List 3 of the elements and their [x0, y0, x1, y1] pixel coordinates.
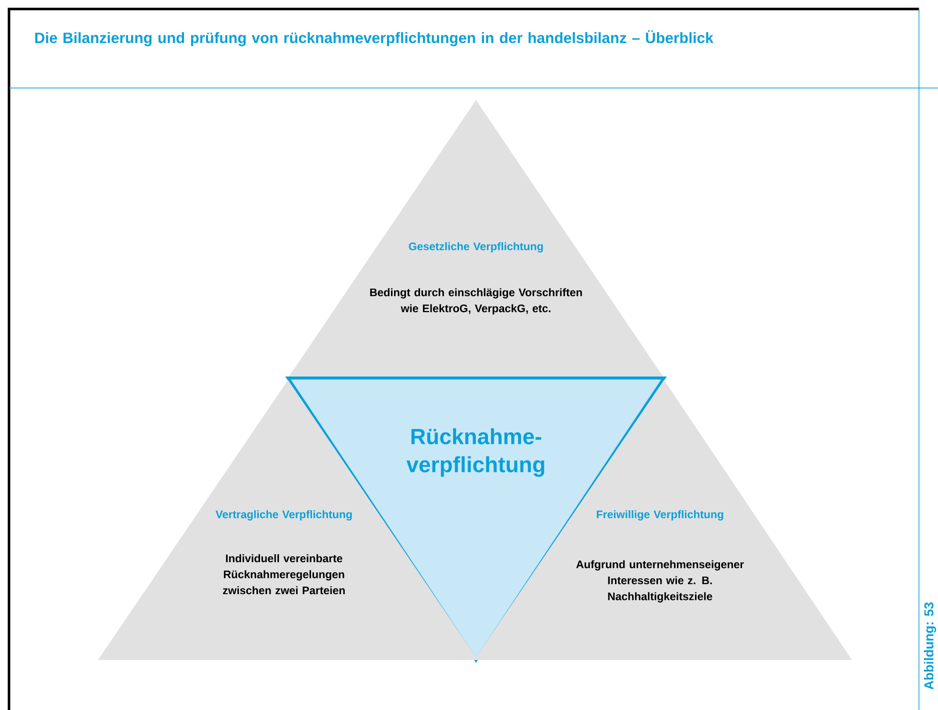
figure-number: Abbildung: 53 — [924, 602, 936, 690]
triangle-segment: Gesetzliche Verpflichtung Bedingt durch einschlägige Vorschriften wie ElektroG, VerpackG, etc. — [288, 100, 664, 378]
title: Die Bilanzierung und prüfung von rücknahmeverpflichtungen in der handelsbilanz – Überblick — [35, 30, 714, 46]
